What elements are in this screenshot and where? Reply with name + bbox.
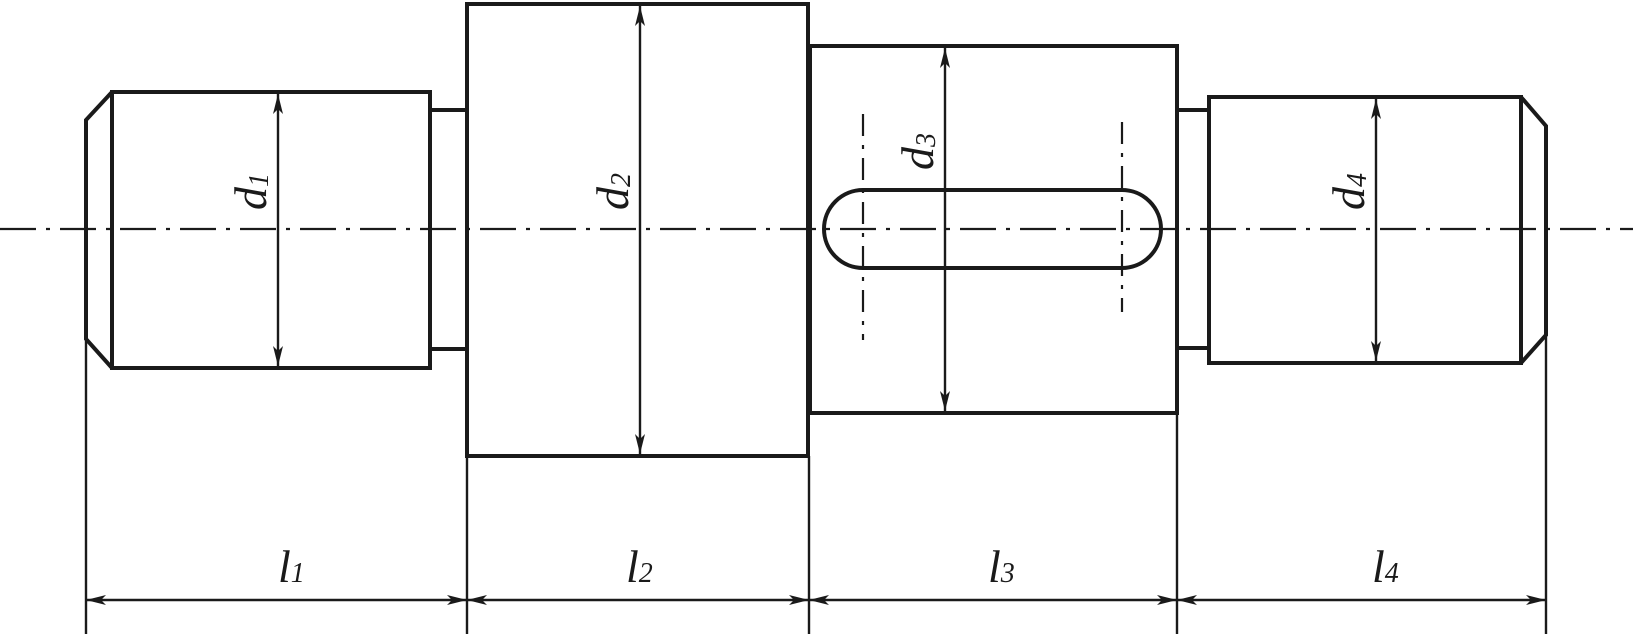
l4-label: l4 [1372, 541, 1399, 592]
shaft-outline [84, 2, 1548, 458]
extension-lines [84, 335, 1548, 634]
section-4-chamfer [1519, 95, 1548, 365]
d4-label: d4 [1323, 173, 1374, 210]
section-1-chamfer [84, 90, 114, 370]
d1-label: d1 [225, 173, 276, 210]
section-4-body [1207, 95, 1523, 365]
l2-label: l2 [626, 541, 653, 592]
l1-label: l1 [278, 541, 305, 592]
d2-label: d2 [587, 173, 638, 210]
d3-label: d3 [892, 133, 943, 170]
l3-label: l3 [988, 541, 1015, 592]
section-2-body [465, 2, 810, 458]
